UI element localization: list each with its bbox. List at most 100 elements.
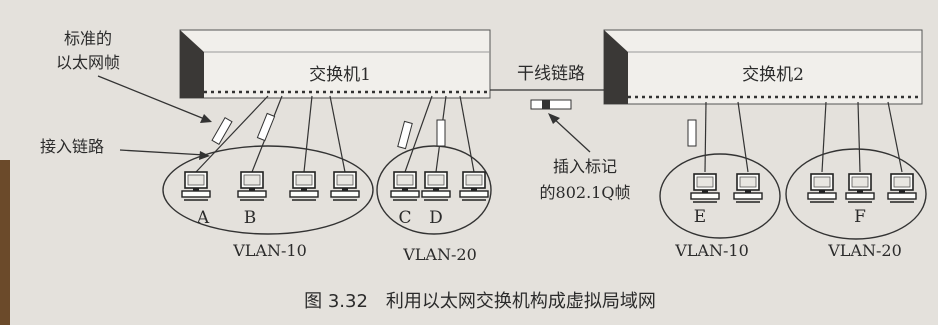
computer-icon [390,171,420,201]
base-unit [887,192,917,200]
switch-1-name: 交换机1 [309,65,371,85]
tag-label-line2: 的802.1Q帧 [540,183,631,202]
base-unit [807,192,837,200]
monitor-stand [433,188,439,191]
access-link [303,95,313,173]
vlan-group-1 [162,145,374,235]
screen [427,174,445,186]
switch-2-name: 交换机2 [742,65,804,85]
std-frame [211,117,233,145]
access-link [404,95,433,173]
access-link [329,95,346,173]
std-frame-pointer [97,75,208,121]
tag-pointer-head [548,113,560,124]
base-unit [459,190,489,198]
monitor-stand [342,188,348,191]
access-link [857,101,861,173]
monitor-stand [249,188,255,191]
std-frame-label-line1: 标准的 [64,29,112,48]
switch-2-side [604,30,628,104]
monitor-stand [899,190,905,193]
vlan-label-2: VLAN-20 [402,245,477,264]
computer-icon [237,171,267,201]
base-unit [289,190,319,198]
std-frame [397,120,413,150]
access-links-right [704,101,903,173]
computer-icon [459,171,489,201]
monitor-stand [402,188,408,191]
screen [813,176,831,188]
host-label-a: A [196,208,210,228]
host-label-b: B [244,208,257,228]
screen [851,176,869,188]
access-link [821,101,827,173]
access-link [737,101,749,173]
std-frame [256,112,276,142]
screen [696,176,714,188]
computer-icon [289,171,319,201]
base-unit [237,190,267,198]
screen [336,174,354,186]
std-frame [687,119,697,147]
base-unit [181,190,211,198]
screen [187,174,205,186]
access-link [887,101,903,173]
figure-caption: 图 3.32 利用以太网交换机构成虚拟局域网 [304,291,656,312]
computer-icon [421,171,451,201]
tagged-frame-body [530,99,572,110]
access-link [195,95,269,173]
screen [465,174,483,186]
monitor-stand [745,190,751,193]
screen [295,174,313,186]
host-label-d: D [429,208,443,228]
std-frame-pointer-head [200,114,212,123]
base-unit [690,192,720,200]
std-frame [436,119,446,147]
std-frame-label-line2: 以太网帧 [56,53,120,72]
screen [893,176,911,188]
vlan-groups [162,145,927,240]
vlan-group-3 [659,153,781,239]
base-unit [390,190,420,198]
base-unit [845,192,875,200]
monitor-stand [301,188,307,191]
host-label-c: C [398,208,411,228]
switch-2: 交换机2 [603,29,923,105]
vlan-group-2 [376,145,492,235]
vlan-group-4 [785,148,927,240]
std-frames [211,112,697,150]
computer-icon [181,171,211,201]
switch-1-side [180,30,204,98]
monitor-stand [193,188,199,191]
base-unit [421,190,451,198]
trunk-link-label: 干线链路 [517,64,585,84]
tag-pointer [551,116,591,153]
access-link [704,101,707,173]
tagged-frame [530,99,572,110]
access-link-label: 接入链路 [40,137,104,156]
hosts-layer [181,171,917,203]
monitor-stand [702,190,708,193]
computer-icon [807,173,837,203]
switch-1: 交换机1 [179,29,491,99]
vlan-label-3: VLAN-10 [674,241,749,260]
computer-icon [887,173,917,203]
screen [396,174,414,186]
host-label-e: E [694,207,706,227]
monitor-stand [471,188,477,191]
access-link [459,95,475,173]
vlan-label-1: VLAN-10 [232,241,307,260]
base-unit [330,190,360,198]
monitor-stand [819,190,825,193]
tag-label-line1: 插入标记 [553,157,617,176]
base-unit [733,192,763,200]
host-label-f: F [854,207,866,227]
monitor-stand [857,190,863,193]
access-link-pointer [119,149,206,156]
computer-icon [845,173,875,203]
access-links-left [195,95,475,173]
switch-1-face [179,29,491,99]
screen [739,176,757,188]
